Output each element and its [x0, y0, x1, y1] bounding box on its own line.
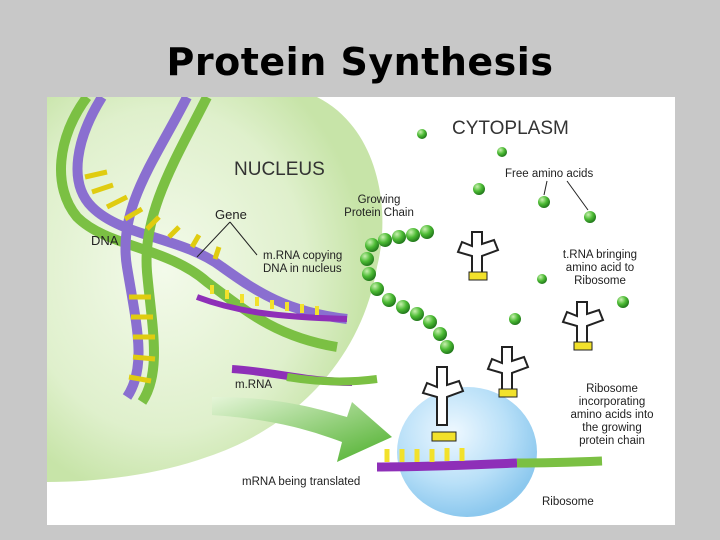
ribosome-label: Ribosome: [542, 496, 594, 508]
ribosome-incorporating-label: Ribosome incorporating amino acids into …: [570, 383, 654, 447]
growing-protein-chain: [360, 225, 454, 354]
trna-1: [456, 231, 500, 275]
protein-synthesis-diagram: [47, 97, 629, 517]
free-amino-acids-label: Free amino acids: [505, 168, 594, 180]
mrna-copying-strand: [195, 294, 348, 322]
translation-arrow: [212, 397, 392, 462]
dna-backbone-3: [120, 97, 192, 400]
cytoplasm-label: CYTOPLASM: [452, 118, 569, 139]
gene-pointer-1: [196, 221, 231, 258]
trna-3: [561, 301, 605, 345]
dna-bases: [84, 169, 222, 384]
gene-pointer-2: [229, 221, 258, 256]
gene-label: Gene: [215, 207, 247, 222]
ribosome-body: [397, 387, 537, 517]
nucleus-label: NUCLEUS: [234, 159, 325, 180]
dna-label: DNA: [91, 233, 119, 248]
mrna-strand-green: [286, 373, 378, 386]
mrna-translated-purple: [376, 458, 518, 472]
slide-title: Protein Synthesis: [166, 40, 554, 84]
trna-label: t.RNA bringing amino acid to Ribosome: [562, 249, 638, 287]
free-amino-acids: [417, 129, 629, 325]
mrna-copying-label: m.RNA copying DNA in nucleus: [263, 250, 343, 275]
dna-backbone-4: [137, 97, 212, 405]
growing-chain-label: Growing Protein Chain: [344, 194, 414, 219]
mrna-translated-label: mRNA being translated: [242, 476, 361, 488]
mrna-copy-bases: [210, 285, 319, 315]
trna-4: [421, 366, 465, 426]
translated-bases: [384, 448, 465, 462]
diagram-panel: CYTOPLASM NUCLEUS Free amino acids Growi…: [47, 97, 675, 525]
trna-2: [486, 346, 530, 394]
mrna-label: m.RNA: [235, 379, 273, 391]
mrna-translated-green: [516, 456, 603, 468]
trna-anticodons: [431, 271, 593, 442]
